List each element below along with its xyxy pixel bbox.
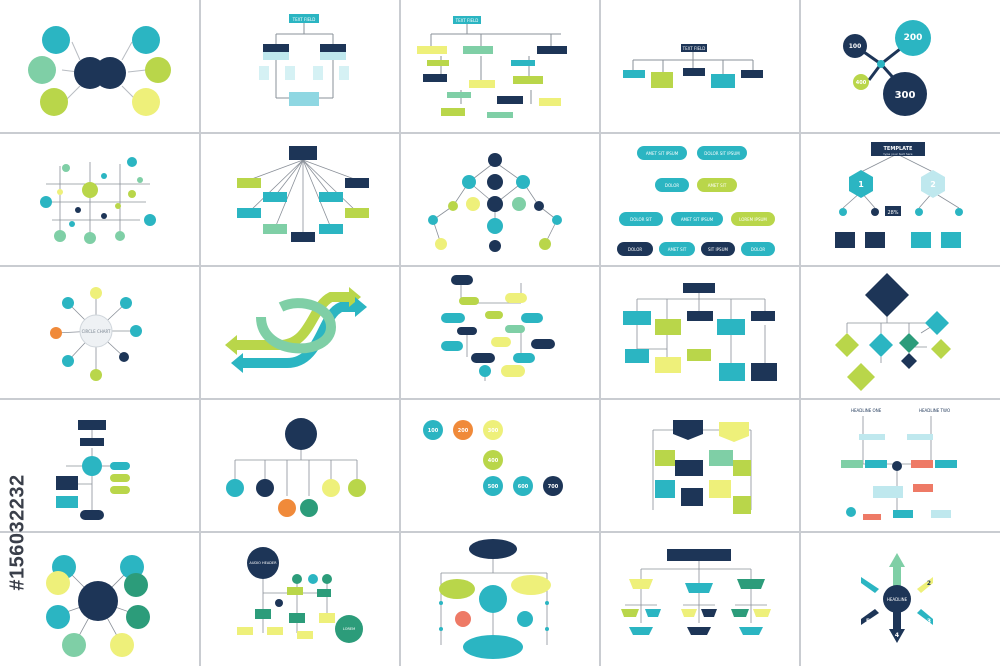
diagram-trapezoid-tree xyxy=(601,533,799,664)
text-field-label: TEXT FIELD xyxy=(292,17,316,22)
radial-center-label: HEADLINE xyxy=(887,597,908,602)
step-1: 1 xyxy=(858,180,864,189)
pill-label: SIT IPSUM xyxy=(708,247,728,252)
number-100: 100 xyxy=(849,43,862,50)
text-field-label: TEXT FIELD xyxy=(455,18,479,23)
diagram-top-flow: TEXT FIELD xyxy=(601,0,799,131)
diagram-loop-arrows xyxy=(201,267,399,398)
grid-divider xyxy=(199,0,201,666)
diagram-circle-chart: CIRCLE CHART xyxy=(0,267,198,398)
stock-id-watermark: #156032232 xyxy=(6,405,30,660)
diagram-box-tree xyxy=(601,267,799,398)
number-600: 600 xyxy=(518,484,529,490)
diagram-network-nodes xyxy=(0,134,198,265)
diagram-audio-header: AUDIO HEADER LOREM xyxy=(201,533,399,664)
grid-divider xyxy=(0,398,1000,400)
number-300: 300 xyxy=(895,90,916,101)
pill-label: LOREM IPSUM xyxy=(739,217,767,222)
diagram-chevron-columns xyxy=(601,400,799,531)
diagram-diamonds xyxy=(801,267,999,398)
headline-one: HEADLINE ONE xyxy=(851,408,882,413)
grid-divider xyxy=(0,132,1000,134)
diagram-template-hexagons: TEMPLATE type your text here 1 2 28% xyxy=(801,134,999,265)
step-6: 6 xyxy=(866,576,870,583)
number-100: 100 xyxy=(428,428,439,434)
pill-label: DOLOR xyxy=(628,247,642,252)
text-field-label: TEXT FIELD xyxy=(682,46,706,51)
template-title: TEMPLATE xyxy=(884,146,914,152)
diagram-big-circle xyxy=(0,533,198,664)
grid-divider xyxy=(0,265,1000,267)
pill-label: AMET SIT IPSUM xyxy=(646,151,679,156)
number-200: 200 xyxy=(904,33,923,43)
diagram-numbered-circles: 100 200 300 400 500 600 700 xyxy=(401,400,599,531)
pill-label: AMET SIT IPSUM xyxy=(681,217,714,222)
number-200: 200 xyxy=(458,428,469,434)
diagram-ellipse-flow xyxy=(401,533,599,664)
percent-badge: 28% xyxy=(887,210,898,216)
pill-label: DOLOR SIT xyxy=(630,217,652,222)
diagram-wide-hierarchy: TEXT FIELD xyxy=(401,0,599,131)
number-400: 400 xyxy=(488,458,499,464)
diagram-fan-out xyxy=(201,134,399,265)
diagram-pill-labels: AMET SIT IPSUM DOLOR SIT IPSUM DOLOR AME… xyxy=(601,134,799,265)
pill-label: AMET SIT xyxy=(668,247,687,252)
step-5: 5 xyxy=(866,618,870,625)
number-700: 700 xyxy=(548,484,559,490)
pill-label: AMET SIT xyxy=(708,183,727,188)
step-4: 4 xyxy=(895,632,899,639)
headline-two: HEADLINE TWO xyxy=(919,408,950,413)
grid-divider xyxy=(0,531,1000,533)
diagram-number-bubbles: 100 200 400 300 xyxy=(801,0,999,131)
step-2: 2 xyxy=(927,580,931,587)
step-3: 3 xyxy=(927,618,931,625)
pill-label: DOLOR SIT IPSUM xyxy=(704,151,740,156)
pill-label: DOLOR xyxy=(751,247,765,252)
pill-label: DOLOR xyxy=(665,183,679,188)
diagram-headline-flow: HEADLINE ONE HEADLINE TWO xyxy=(801,400,999,531)
number-400: 400 xyxy=(856,80,867,86)
number-300: 300 xyxy=(488,428,499,434)
diagram-process-flow xyxy=(0,400,198,531)
grid-divider xyxy=(599,0,601,666)
lorem-label: LOREM xyxy=(343,627,355,631)
circle-chart-label: CIRCLE CHART xyxy=(82,329,111,334)
diagram-circle-hierarchy xyxy=(201,400,399,531)
audio-header-title: AUDIO HEADER xyxy=(249,561,277,565)
number-500: 500 xyxy=(488,484,499,490)
grid-divider xyxy=(799,0,801,666)
diagram-bubble-connector xyxy=(0,0,198,131)
diagram-text-field-flow: TEXT FIELD xyxy=(201,0,399,131)
diagram-circle-tree xyxy=(401,134,599,265)
stock-id-text: #156032232 xyxy=(6,474,29,591)
step-2: 2 xyxy=(930,180,936,189)
grid-divider xyxy=(399,0,401,666)
diagram-radial-arrows: HEADLINE 6 2 5 3 4 xyxy=(801,533,999,664)
template-subtitle: type your text here xyxy=(884,152,913,156)
diagram-rounded-flow xyxy=(401,267,599,398)
